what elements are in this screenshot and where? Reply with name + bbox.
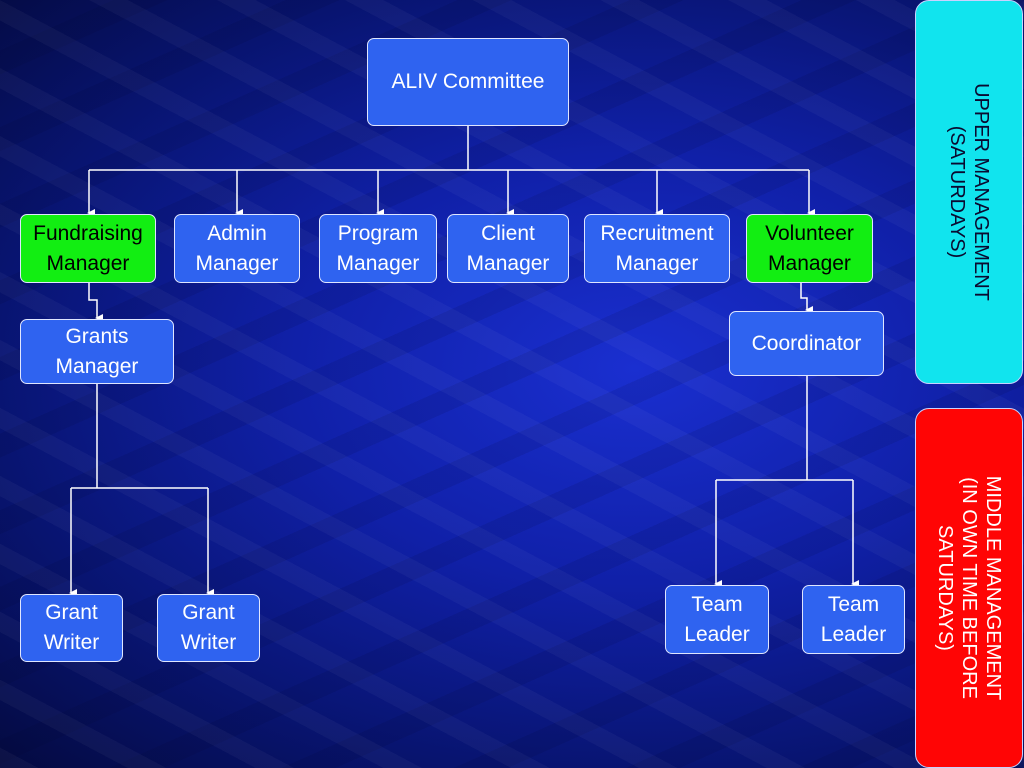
node-team-leader-1: Team Leader: [665, 585, 769, 654]
node-client-manager: Client Manager: [447, 214, 569, 283]
middle-management-label: MIDDLE MANAGEMENT (IN OWN TIME BEFORE SA…: [934, 475, 1004, 701]
upper-management-panel: UPPER MANAGEMENT (SATURDAYS): [915, 0, 1023, 384]
fundraising-to-grants-line: [88, 283, 103, 322]
node-fundraising-manager: Fundraising Manager: [20, 214, 156, 283]
node-recruitment-manager: Recruitment Manager: [584, 214, 730, 283]
node-admin-manager: Admin Manager: [174, 214, 300, 283]
upper-management-label: UPPER MANAGEMENT (SATURDAYS): [946, 83, 992, 301]
node-grants-manager: Grants Manager: [20, 319, 174, 384]
node-coordinator: Coordinator: [729, 311, 884, 376]
middle-management-panel: MIDDLE MANAGEMENT (IN OWN TIME BEFORE SA…: [915, 408, 1023, 768]
node-program-manager: Program Manager: [319, 214, 437, 283]
node-aliv-committee: ALIV Committee: [367, 38, 569, 126]
node-grant-writer-2: Grant Writer: [157, 594, 260, 662]
node-team-leader-2: Team Leader: [802, 585, 905, 654]
node-grant-writer-1: Grant Writer: [20, 594, 123, 662]
volunteer-to-coordinator-line: [800, 283, 813, 314]
node-volunteer-manager: Volunteer Manager: [746, 214, 873, 283]
